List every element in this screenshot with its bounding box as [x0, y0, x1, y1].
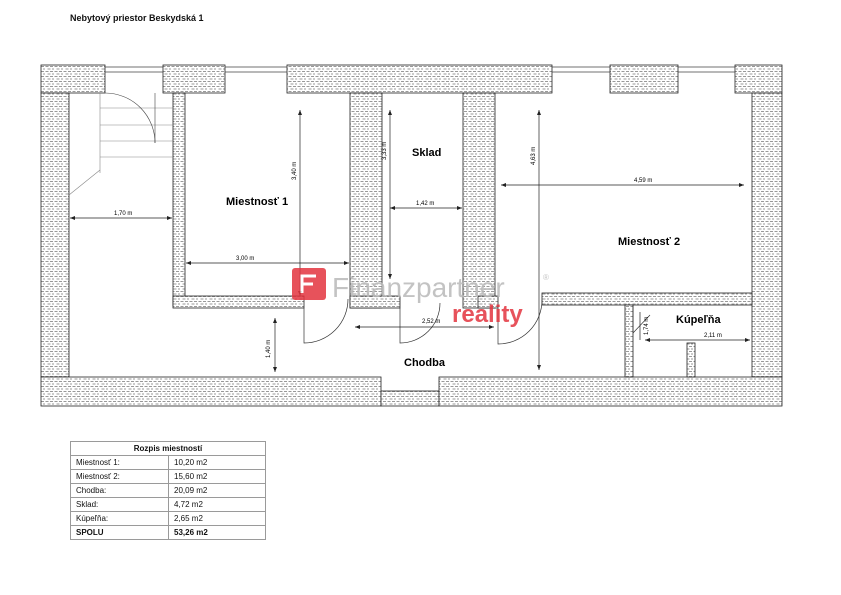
room-label-miestnost-2: Miestnosť 2 — [618, 236, 680, 248]
walls — [40, 64, 783, 407]
summary-total-area: 53,26 m2 — [168, 525, 266, 540]
room-label-miestnost-1: Miestnosť 1 — [226, 196, 288, 208]
wall-m1-left — [172, 92, 186, 307]
dim-label-height-kupelna: 1,74 m — [644, 317, 650, 335]
summary-room-name: Kúpeľňa: — [70, 511, 169, 526]
summary-total-row: SPOLU 53,26 m2 — [70, 525, 266, 540]
table-row: Kúpeľňa: 2,65 m2 — [70, 511, 266, 526]
summary-room-area: 20,09 m2 — [168, 483, 266, 498]
summary-room-name: Miestnosť 2: — [70, 469, 169, 484]
wall-m1-bottom — [172, 295, 305, 309]
wall-top-right-a — [609, 64, 679, 94]
summary-room-area: 15,60 m2 — [168, 469, 266, 484]
dim-label-width-m1: 3,00 m — [236, 256, 254, 262]
dim-label-height-m1: 3,40 m — [292, 162, 298, 180]
dim-label-width-sklad: 1,42 m — [416, 201, 434, 207]
floor-plan: 1,70 m 3,40 m 3,00 m 3,33 m 1,42 m 4,63 … — [40, 64, 783, 407]
room-label-kupelna: Kúpeľňa — [676, 314, 721, 326]
table-row: Sklad: 4,72 m2 — [70, 497, 266, 512]
room-label-sklad: Sklad — [412, 147, 441, 159]
wall-kupelna-left — [624, 304, 634, 378]
wall-top-left — [40, 64, 106, 94]
wall-sklad-bottom — [349, 295, 401, 309]
wall-right — [751, 92, 783, 378]
table-row: Miestnosť 2: 15,60 m2 — [70, 469, 266, 484]
wall-left — [40, 92, 70, 378]
dimension-lines — [70, 110, 750, 372]
windows — [105, 66, 735, 73]
summary-room-name: Miestnosť 1: — [70, 455, 169, 470]
summary-header: Rozpis miestností — [70, 441, 266, 456]
staircase — [68, 92, 173, 196]
summary-total-label: SPOLU — [70, 525, 169, 540]
wall-top-mid — [286, 64, 553, 94]
summary-room-area: 10,20 m2 — [168, 455, 266, 470]
watermark-sub: reality — [452, 301, 523, 328]
room-summary-table: Rozpis miestností Miestnosť 1: 10,20 m2 … — [70, 441, 266, 540]
plan-title: Nebytový priestor Beskydská 1 — [70, 13, 204, 23]
summary-room-area: 2,65 m2 — [168, 511, 266, 526]
doors — [303, 298, 651, 345]
dim-label-height-m2: 4,63 m — [531, 147, 537, 165]
wall-m2-bottom — [541, 292, 753, 306]
table-row: Miestnosť 1: 10,20 m2 — [70, 455, 266, 470]
wall-top-m1 — [162, 64, 226, 94]
watermark-registered-mark: ® — [543, 273, 549, 282]
wall-bottom-left — [40, 376, 382, 407]
wall-bottom-sill — [380, 390, 440, 407]
dim-label-height-sklad: 3,33 m — [382, 142, 388, 160]
summary-room-name: Sklad: — [70, 497, 169, 512]
summary-room-area: 4,72 m2 — [168, 497, 266, 512]
dim-label-width-chodba: 2,52 m — [422, 319, 440, 325]
dim-label-width-kupelna: 2,11 m — [704, 333, 722, 339]
room-label-chodba: Chodba — [404, 357, 446, 369]
wall-m2-bottom-left — [477, 295, 499, 309]
wall-top-right-b — [734, 64, 783, 94]
watermark-brand: Finanzpartner — [332, 272, 505, 303]
watermark-logo: Finanzpartner ® reality — [292, 268, 549, 328]
wall-sklad-m2 — [462, 92, 496, 309]
table-row: Chodba: 20,09 m2 — [70, 483, 266, 498]
wall-m1-sklad — [349, 92, 383, 309]
dim-label-height-chodba: 1,40 m — [266, 340, 272, 358]
dim-label-width-stairs: 1,70 m — [114, 211, 132, 217]
wall-bottom-right — [438, 376, 783, 407]
dim-label-width-m2: 4,59 m — [634, 178, 652, 184]
summary-room-name: Chodba: — [70, 483, 169, 498]
wall-kupelna-stub — [686, 342, 696, 378]
